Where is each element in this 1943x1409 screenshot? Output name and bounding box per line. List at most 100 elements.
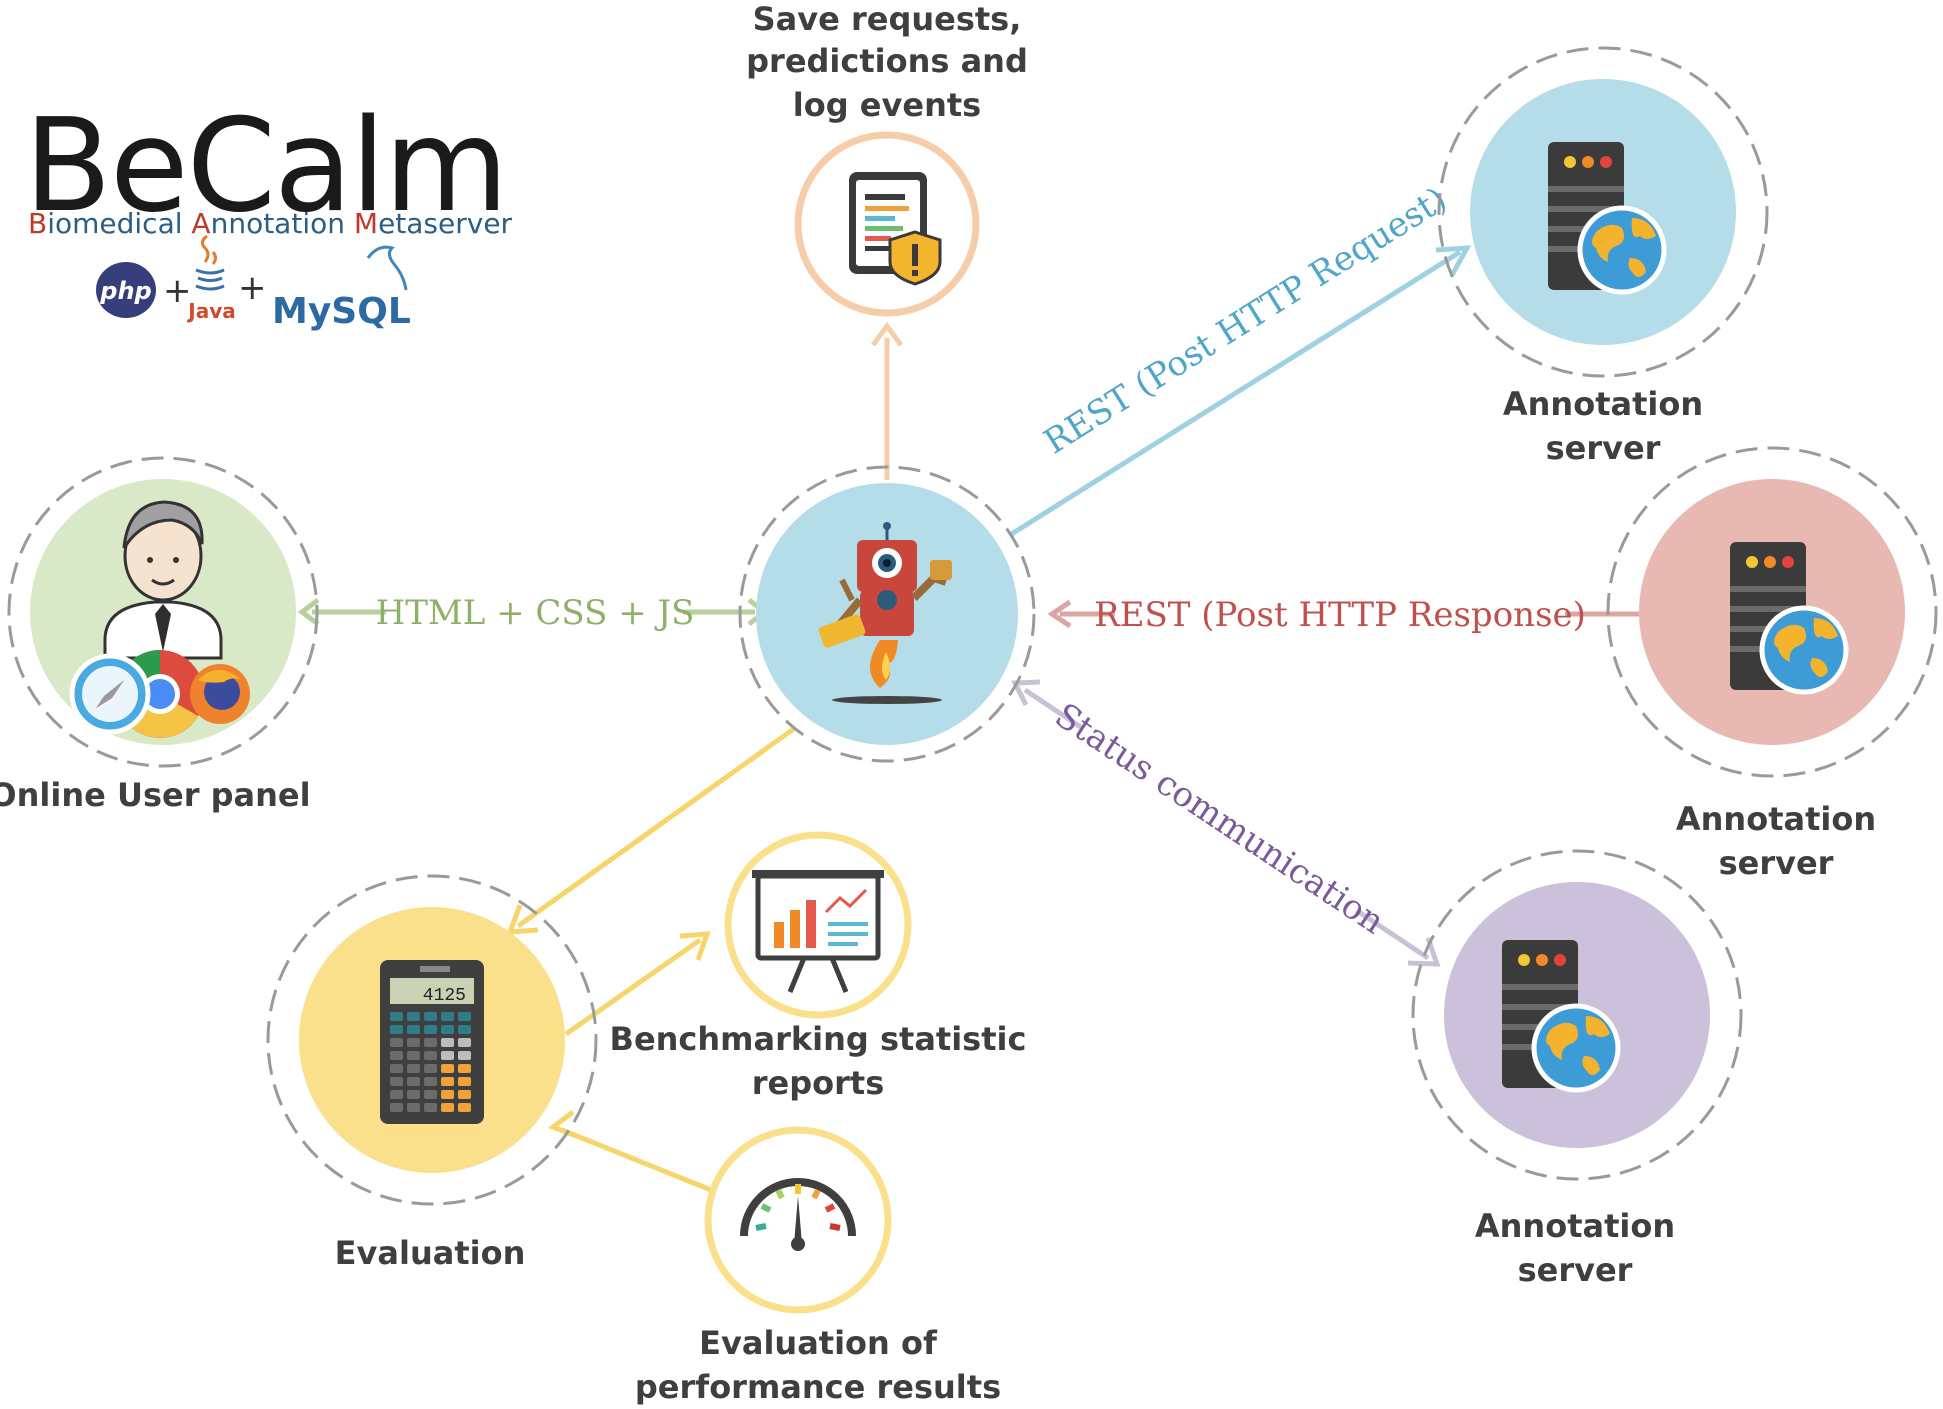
server-globe-icon xyxy=(1502,940,1621,1093)
document-warning-icon xyxy=(849,172,942,286)
save-node: Save requests, predictions and log event… xyxy=(746,0,1028,317)
evaluation-label: Evaluation xyxy=(335,1234,526,1272)
html-css-js-label: HTML + CSS + JS xyxy=(376,593,695,633)
calculator-key xyxy=(458,1025,471,1034)
benchmarking-label-line-1: Benchmarking statistic xyxy=(610,1020,1027,1058)
calculator-keys xyxy=(390,1012,471,1112)
mysql-logo: MySQL xyxy=(272,245,411,332)
calculator-display: 4125 xyxy=(423,986,466,1006)
java-logo: Java xyxy=(186,234,236,323)
calculator-key xyxy=(424,1077,437,1086)
status-label: Status communication xyxy=(1048,695,1392,942)
calculator-key xyxy=(424,1051,437,1060)
calculator-key xyxy=(458,1051,471,1060)
benchmarking-node: Benchmarking statistic reports xyxy=(610,831,1027,1102)
calculator-key xyxy=(441,1038,454,1047)
user-avatar-icon xyxy=(103,500,223,660)
svg-text:MySQL: MySQL xyxy=(272,291,411,332)
plus-sign-2: + xyxy=(238,268,267,308)
save-label-line-2: predictions and xyxy=(746,42,1028,80)
calculator-key xyxy=(390,1090,403,1099)
calculator-key xyxy=(458,1090,471,1099)
evaluation-node: 4125 Evaluation xyxy=(266,874,598,1272)
user-panel-label: Online User panel xyxy=(0,776,311,814)
server-globe-icon xyxy=(1730,542,1849,695)
presentation-chart-icon xyxy=(752,870,884,993)
browser-icons xyxy=(69,650,250,738)
calculator-key xyxy=(390,1077,403,1086)
annotation-3-label-line-1: Annotation xyxy=(1475,1207,1675,1245)
calculator-key xyxy=(458,1103,471,1112)
calculator-key xyxy=(390,1038,403,1047)
calculator-key xyxy=(441,1025,454,1034)
robot-icon xyxy=(818,522,952,704)
calculator-key xyxy=(407,1025,420,1034)
calculator-key xyxy=(407,1038,420,1047)
calculator-key xyxy=(390,1103,403,1112)
calculator-key xyxy=(441,1051,454,1060)
calculator-key xyxy=(407,1012,420,1021)
calculator-key xyxy=(458,1038,471,1047)
svg-text:php: php xyxy=(99,277,151,305)
rest-response-label: REST (Post HTTP Response) xyxy=(1094,595,1586,635)
annotation-server-2: Annotation server xyxy=(1606,446,1938,882)
annotation-server-1: Annotation server xyxy=(1437,46,1769,467)
calculator-key xyxy=(441,1090,454,1099)
edge-rest-request: REST (Post HTTP Request) xyxy=(1008,179,1472,538)
calculator-key xyxy=(424,1064,437,1073)
edge-html-css-js: HTML + CSS + JS xyxy=(297,593,770,633)
gauge-icon xyxy=(740,1178,856,1251)
plus-sign: + xyxy=(163,271,192,311)
calculator-key xyxy=(441,1103,454,1112)
edge-performance-to-evaluation xyxy=(547,1110,717,1195)
calculator-key xyxy=(424,1038,437,1047)
calculator-key xyxy=(441,1012,454,1021)
calculator-key xyxy=(407,1077,420,1086)
user-panel-node: Online User panel xyxy=(0,456,319,814)
performance-label-line-1: Evaluation of xyxy=(699,1324,938,1362)
php-logo: php xyxy=(96,262,156,318)
annotation-1-label-line-1: Annotation xyxy=(1503,385,1703,423)
calculator-icon: 4125 xyxy=(380,960,484,1124)
calculator-key xyxy=(424,1103,437,1112)
calculator-key xyxy=(441,1064,454,1073)
edge-rest-response: REST (Post HTTP Response) xyxy=(1047,592,1650,636)
calculator-key xyxy=(424,1012,437,1021)
performance-node: Evaluation of performance results xyxy=(635,1126,1001,1406)
calculator-key xyxy=(390,1025,403,1034)
calculator-key xyxy=(424,1025,437,1034)
becalm-logo: BeCalm Biomedical Annotation Metaserver … xyxy=(24,92,513,332)
calculator-key xyxy=(458,1012,471,1021)
annotation-2-label-line-1: Annotation xyxy=(1676,800,1876,838)
annotation-3-label-line-2: server xyxy=(1518,1251,1633,1289)
calculator-key xyxy=(458,1064,471,1073)
calculator-key xyxy=(407,1051,420,1060)
calculator-key xyxy=(390,1051,403,1060)
edge-center-to-save xyxy=(870,321,904,480)
performance-label-line-2: performance results xyxy=(635,1368,1001,1406)
annotation-2-label-line-2: server xyxy=(1719,844,1834,882)
annotation-1-label-line-2: server xyxy=(1546,429,1661,467)
metaserver-node xyxy=(738,465,1036,763)
edge-evaluation-to-benchmarking xyxy=(564,931,711,1037)
calculator-key xyxy=(390,1064,403,1073)
svg-text:Java: Java xyxy=(186,299,235,323)
calculator-key xyxy=(458,1077,471,1086)
calculator-key xyxy=(407,1064,420,1073)
edge-center-to-evaluation xyxy=(506,725,797,935)
save-label-line-3: log events xyxy=(793,86,981,124)
benchmarking-label-line-2: reports xyxy=(752,1064,885,1102)
rest-request-label: REST (Post HTTP Request) xyxy=(1037,179,1454,462)
save-label-line-1: Save requests, xyxy=(753,0,1022,38)
calculator-key xyxy=(390,1012,403,1021)
edge-status-communication: Status communication xyxy=(1011,679,1441,967)
annotation-server-3: Annotation server xyxy=(1411,849,1743,1289)
logo-subtitle: Biomedical Annotation Metaserver xyxy=(28,207,513,240)
server-globe-icon xyxy=(1548,142,1667,295)
logo-title: BeCalm xyxy=(24,92,507,241)
calculator-key xyxy=(424,1090,437,1099)
calculator-key xyxy=(407,1103,420,1112)
calculator-key xyxy=(441,1077,454,1086)
calculator-key xyxy=(407,1090,420,1099)
